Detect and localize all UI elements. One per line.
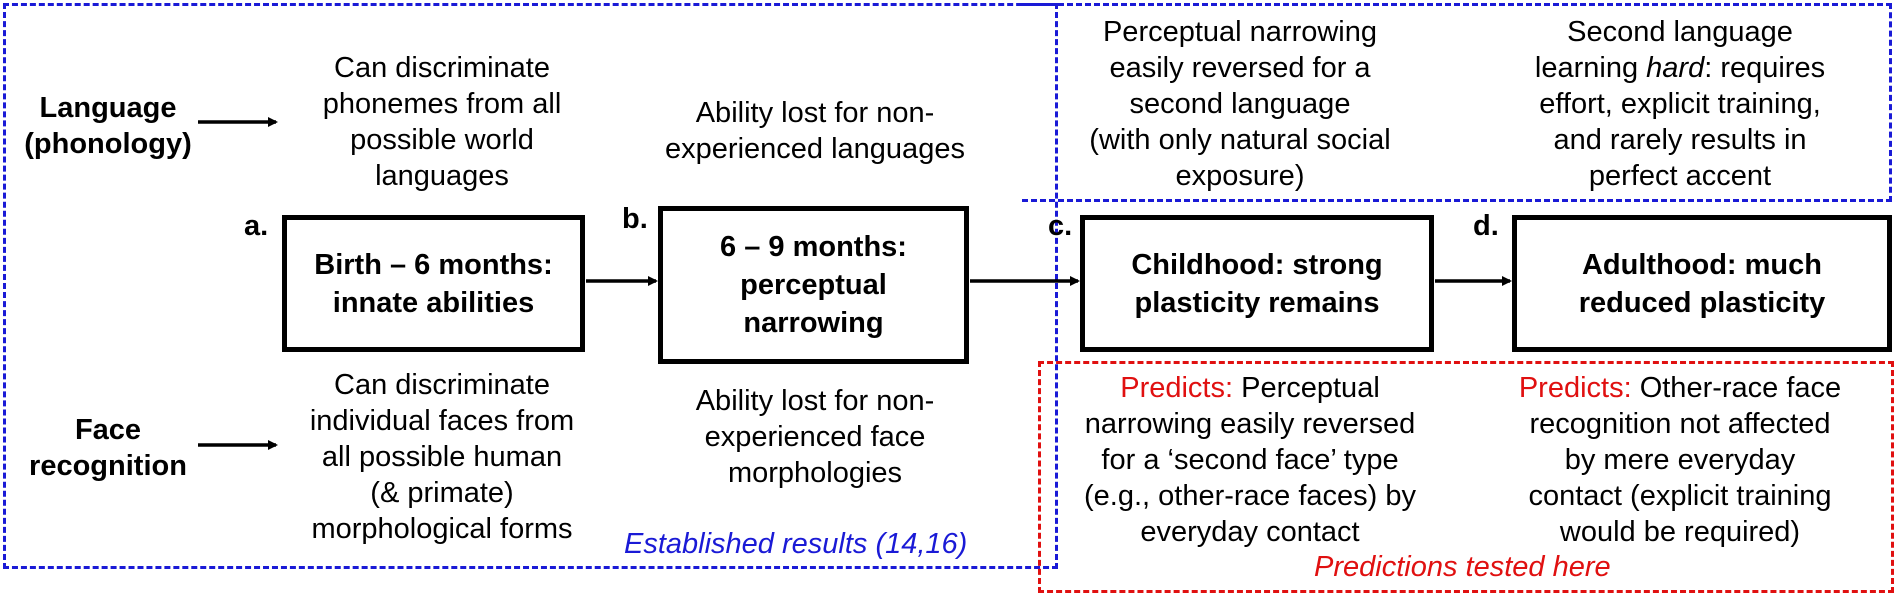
stage-letter-d: d.: [1473, 210, 1499, 242]
stage-box-narrowing: 6 – 9 months: perceptual narrowing: [658, 206, 969, 364]
stage-label-adulthood: Adulthood: much reduced plasticity: [1578, 248, 1826, 319]
caption-predictions-tested: Predictions tested here: [1314, 551, 1611, 583]
stage-label-birth: Birth – 6 months: innate abilities: [314, 248, 553, 319]
predicts-label-childhood: Predicts:: [1120, 372, 1234, 404]
face-prediction-adulthood-rest: recognition not affected by mere everyda…: [1528, 408, 1832, 548]
predicts-label-adulthood: Predicts:: [1518, 372, 1632, 404]
stage-label-narrowing: 6 – 9 months: perceptual narrowing: [720, 231, 907, 339]
language-note-narrowing: Ability lost for non- experienced langua…: [665, 97, 965, 165]
language-adult-region-bottom: [1022, 199, 1892, 202]
face-prediction-childhood: Predicts: Perceptual narrowing easily re…: [1070, 370, 1430, 550]
face-prediction-adulthood: Predicts: Other-race face recognition no…: [1490, 370, 1870, 550]
language-adult-region: [1022, 3, 1892, 202]
predictions-region: [1038, 361, 1894, 593]
language-note-adulthood-line1: Second language: [1567, 16, 1793, 48]
row-label-language: Language (phonology): [24, 92, 192, 160]
face-prediction-adulthood-line1: Predicts: Other-race face: [1518, 372, 1842, 404]
stage-box-adulthood: Adulthood: much reduced plasticity: [1512, 215, 1892, 352]
language-note-childhood: Perceptual narrowing easily reversed for…: [1089, 16, 1391, 192]
language-note-adulthood-rest: effort, explicit training, and rarely re…: [1539, 88, 1821, 192]
stage-letter-a: a.: [244, 210, 269, 242]
stage-box-birth: Birth – 6 months: innate abilities: [282, 215, 585, 352]
row-label-face: Face recognition: [29, 414, 187, 482]
face-note-birth: Can discriminate individual faces from a…: [309, 369, 575, 545]
stage-label-childhood: Childhood: strong plasticity remains: [1131, 248, 1383, 319]
emphasis-hard: hard: [1646, 52, 1705, 84]
caption-established-results: Established results (14,16): [624, 528, 968, 560]
face-prediction-childhood-line1: Predicts: Perceptual: [1120, 372, 1380, 404]
language-note-adulthood: Second language learning hard: requires …: [1500, 14, 1860, 194]
stage-box-childhood: Childhood: strong plasticity remains: [1080, 215, 1434, 352]
stage-letter-b: b.: [622, 203, 648, 235]
stage-letter-c: c.: [1048, 210, 1073, 242]
face-prediction-childhood-rest: narrowing easily reversed for a ‘second …: [1083, 408, 1417, 548]
established-results-region: [3, 3, 1058, 569]
face-note-narrowing: Ability lost for non- experienced face m…: [695, 385, 935, 489]
language-note-adulthood-line2: learning hard: requires: [1534, 52, 1826, 84]
language-note-birth: Can discriminate phonemes from all possi…: [322, 52, 562, 192]
